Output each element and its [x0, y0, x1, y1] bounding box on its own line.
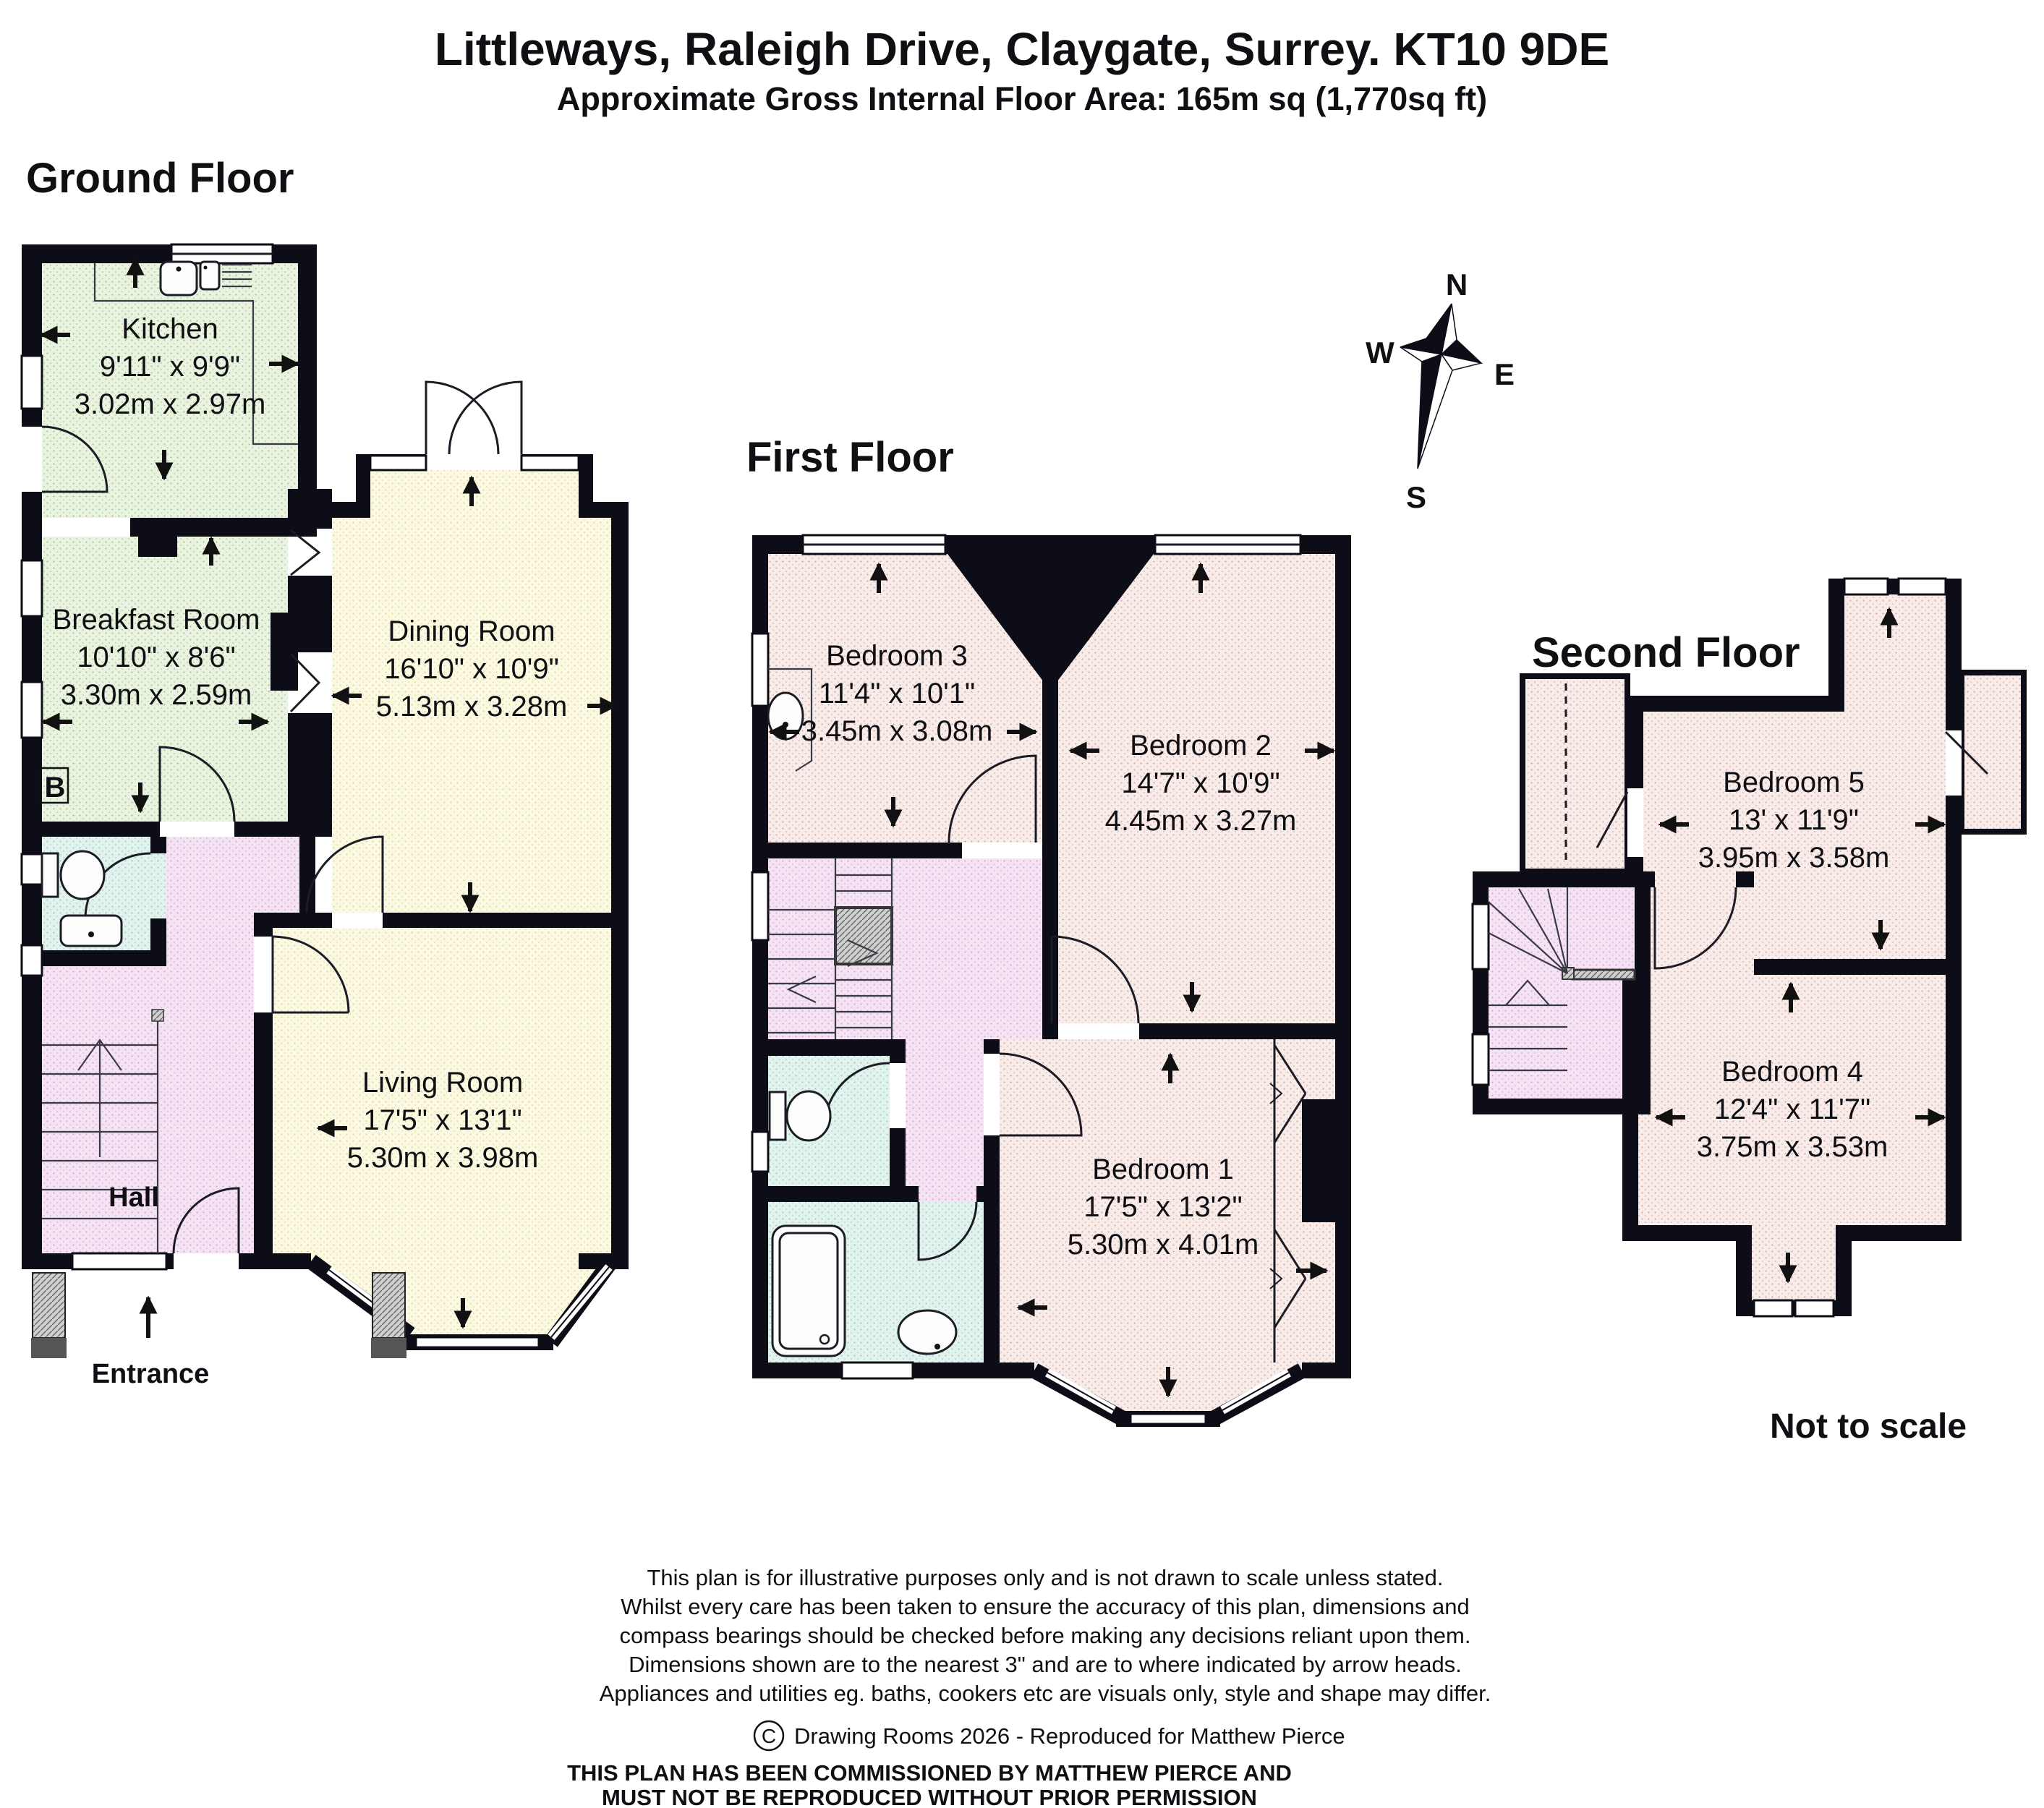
bedroom1-imperial: 17'5" x 13'2" — [1083, 1191, 1242, 1223]
copyright-symbol: C — [762, 1725, 776, 1747]
copyright-text: Drawing Rooms 2026 - Reproduced for Matt… — [794, 1723, 1345, 1749]
dining-metric: 5.13m x 3.28m — [376, 691, 568, 722]
second-floor-heading: Second Floor — [1532, 629, 1800, 676]
wc-ground-fixtures — [41, 850, 123, 947]
boiler-label: B — [45, 772, 66, 803]
commissioned-line-2: MUST NOT BE REPRODUCED WITHOUT PRIOR PER… — [602, 1785, 1257, 1808]
ground-doors — [41, 380, 523, 1254]
ground-floor-plan: Ground Floor — [20, 155, 629, 1389]
bedroom4-metric: 3.75m x 3.53m — [1697, 1131, 1888, 1163]
bedroom1-metric: 5.30m x 4.01m — [1068, 1229, 1259, 1261]
breakfast-imperial: 10'10" x 8'6" — [77, 641, 235, 673]
kitchen-fixtures — [93, 260, 298, 445]
kitchen-cooker-icon — [222, 263, 252, 288]
first-dimension-arrows — [768, 562, 1336, 1398]
basin-icon — [897, 1309, 958, 1355]
room-bedroom4 — [1638, 975, 1946, 1225]
kitchen-drainer-icon — [199, 260, 221, 291]
dining-name: Dining Room — [388, 615, 555, 647]
bedroom2-metric: 4.45m x 3.27m — [1105, 805, 1297, 837]
compass-south-label: S — [1406, 480, 1426, 514]
room-bedroom1 — [1000, 1039, 1335, 1415]
kitchen-sink-icon — [159, 260, 198, 297]
toilet-cistern-icon — [41, 852, 59, 898]
bedroom3-imperial: 11'4" x 10'1" — [819, 678, 975, 709]
disclaimer: This plan is for illustrative purposes o… — [567, 1565, 1491, 1808]
room-eaves-right — [1959, 670, 2027, 835]
boiler-box — [39, 767, 69, 804]
first-windows — [751, 534, 1302, 1425]
kitchen-counter — [93, 263, 298, 445]
disclaimer-line-3: compass bearings should be checked befor… — [620, 1623, 1471, 1648]
compass-west-label: W — [1366, 336, 1394, 370]
compass-east-label: E — [1494, 357, 1515, 391]
room-hall — [42, 837, 299, 1253]
bedroom1-name: Bedroom 1 — [1092, 1154, 1234, 1185]
breakfast-metric: 3.30m x 2.59m — [61, 679, 252, 711]
bedroom1-wardrobes — [1269, 1039, 1307, 1363]
ground-dimension-arrows — [39, 257, 618, 1338]
bathroom-fixtures — [771, 1224, 958, 1357]
breakfast-name: Breakfast Room — [53, 604, 260, 636]
commissioned-line-1: THIS PLAN HAS BEEN COMMISSIONED BY MATTH… — [567, 1760, 1292, 1786]
room-dining — [332, 470, 611, 913]
second-doors — [1564, 683, 1989, 970]
room-landing-second — [1489, 887, 1635, 1099]
first-stairs-icon — [768, 858, 893, 1039]
room-living — [273, 928, 611, 1342]
toilet-cistern-icon — [768, 1091, 787, 1141]
page-subtitle: Approximate Gross Internal Floor Area: 1… — [557, 80, 1487, 117]
disclaimer-line-2: Whilst every care has been taken to ensu… — [621, 1594, 1469, 1619]
first-doors — [823, 754, 1140, 1261]
second-stairs-icon — [1488, 887, 1636, 1072]
living-imperial: 17'5" x 13'1" — [363, 1104, 521, 1136]
toilet-icon — [59, 850, 106, 900]
first-floor-plan: First Floor — [746, 434, 1351, 1427]
not-to-scale-label: Not to scale — [1770, 1407, 1967, 1446]
basin-icon — [59, 914, 123, 947]
kitchen-name: Kitchen — [122, 313, 218, 345]
porch-posts — [31, 1272, 406, 1358]
toilet-icon — [785, 1090, 832, 1142]
ground-floor-heading: Ground Floor — [26, 155, 294, 202]
bedroom5-name: Bedroom 5 — [1723, 767, 1865, 798]
bedroom3-metric: 3.45m x 3.08m — [801, 715, 993, 747]
second-floor-plan: Second Floor — [1471, 577, 2027, 1446]
dining-imperial: 16'10" x 10'9" — [384, 653, 559, 685]
bedroom4-name: Bedroom 4 — [1721, 1056, 1863, 1088]
bedroom5-metric: 3.95m x 3.58m — [1698, 842, 1890, 874]
copyright-icon — [753, 1720, 785, 1752]
bedroom4-imperial: 12'4" x 11'7" — [1714, 1093, 1870, 1125]
second-windows — [1471, 577, 1947, 1318]
bedroom2-imperial: 14'7" x 10'9" — [1121, 767, 1279, 799]
room-eaves-left — [1520, 673, 1630, 874]
room-bedroom5 — [1643, 594, 1946, 959]
kitchen-imperial: 9'11" x 9'9" — [100, 351, 240, 383]
entrance-label: Entrance — [92, 1359, 210, 1389]
bedroom3-name: Bedroom 3 — [826, 640, 968, 672]
kitchen-metric: 3.02m x 2.97m — [74, 388, 266, 420]
disclaimer-line-4: Dimensions shown are to the nearest 3" a… — [629, 1652, 1462, 1677]
compass-north-label: N — [1446, 268, 1468, 302]
second-dimension-arrows — [1654, 607, 1946, 1284]
bedroom2-name: Bedroom 2 — [1130, 730, 1272, 762]
ground-stairs-icon — [42, 1009, 164, 1253]
first-floor-heading: First Floor — [746, 434, 954, 481]
living-metric: 5.30m x 3.98m — [347, 1142, 539, 1174]
compass-icon: N W E S — [1366, 268, 1515, 514]
bedroom5-imperial: 13' x 11'9" — [1729, 804, 1859, 836]
disclaimer-line-5: Appliances and utilities eg. baths, cook… — [600, 1681, 1491, 1706]
room-bedroom2 — [1058, 554, 1335, 1023]
living-name: Living Room — [362, 1067, 523, 1099]
disclaimer-line-1: This plan is for illustrative purposes o… — [647, 1565, 1443, 1590]
header: Littleways, Raleigh Drive, Claygate, Sur… — [435, 23, 1609, 117]
wc-first-fixtures — [768, 1090, 832, 1142]
hall-label: Hall — [108, 1182, 159, 1213]
room-breakfast — [42, 537, 288, 822]
page-title: Littleways, Raleigh Drive, Claygate, Sur… — [435, 23, 1609, 75]
